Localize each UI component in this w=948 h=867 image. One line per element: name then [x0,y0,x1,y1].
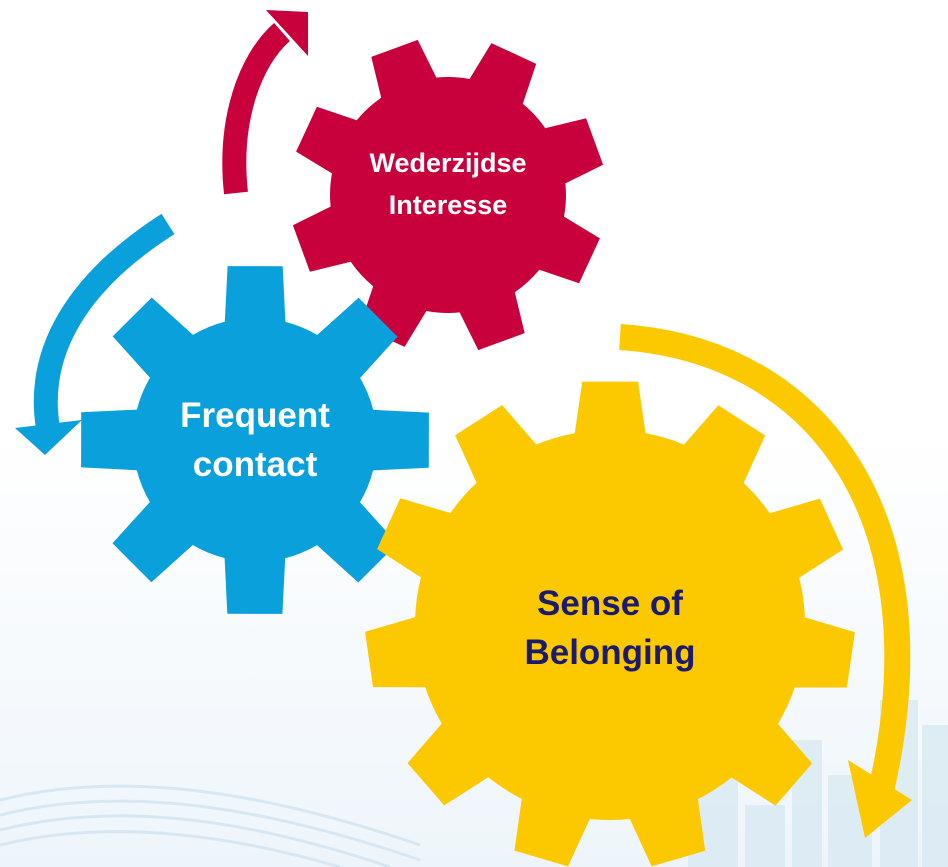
arrow-yellow-curved [619,324,912,838]
gear-yellow-shape [365,381,855,867]
gear-sense-of-belonging: Sense of Belonging [365,381,855,867]
arrow-blue-curved [15,213,175,455]
gear-wederzijdse-interesse: Wederzijdse Interesse [292,39,604,351]
gear-blue-label-line2: contact [193,445,318,484]
gear-red-shape [292,39,604,351]
gear-red-label-line1: Wederzijdse [369,148,526,178]
arrow-red-curved [222,10,308,195]
gear-blue-shape [81,266,429,614]
gear-frequent-contact: Frequent contact [81,266,429,614]
gear-red-label-line2: Interesse [389,190,508,220]
wave-lines-decoration [0,784,421,867]
gear-yellow-label-line1: Sense of [537,584,683,623]
gear-yellow-label-line2: Belonging [524,633,695,672]
gear-blue-label-line1: Frequent [180,396,330,435]
